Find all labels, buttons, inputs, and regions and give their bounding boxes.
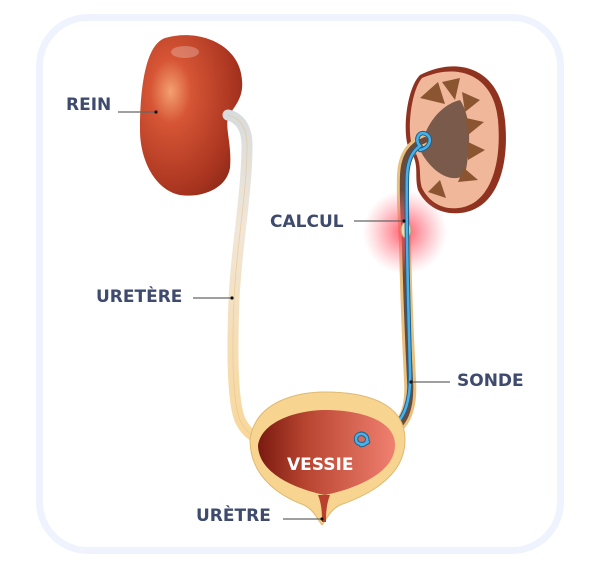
leader-dot-uretre bbox=[320, 517, 324, 521]
label-rein: REIN bbox=[66, 95, 111, 115]
left-kidney bbox=[140, 35, 243, 196]
stent-bladder-coil bbox=[353, 431, 371, 448]
label-uretere: URETÈRE bbox=[96, 285, 182, 307]
label-uretre: URÈTRE bbox=[196, 504, 271, 526]
leader-dot-sonde bbox=[409, 380, 413, 384]
right-ureter bbox=[349, 134, 431, 446]
label-calcul: CALCUL bbox=[270, 212, 344, 232]
leader-dot-uretere bbox=[230, 296, 234, 300]
right-kidney-section bbox=[405, 66, 506, 214]
label-vessie: VESSIE bbox=[287, 455, 353, 475]
bladder bbox=[249, 391, 406, 526]
leader-dot-calcul bbox=[402, 219, 406, 223]
leader-dot-rein bbox=[154, 110, 158, 114]
label-sonde: SONDE bbox=[457, 371, 524, 391]
